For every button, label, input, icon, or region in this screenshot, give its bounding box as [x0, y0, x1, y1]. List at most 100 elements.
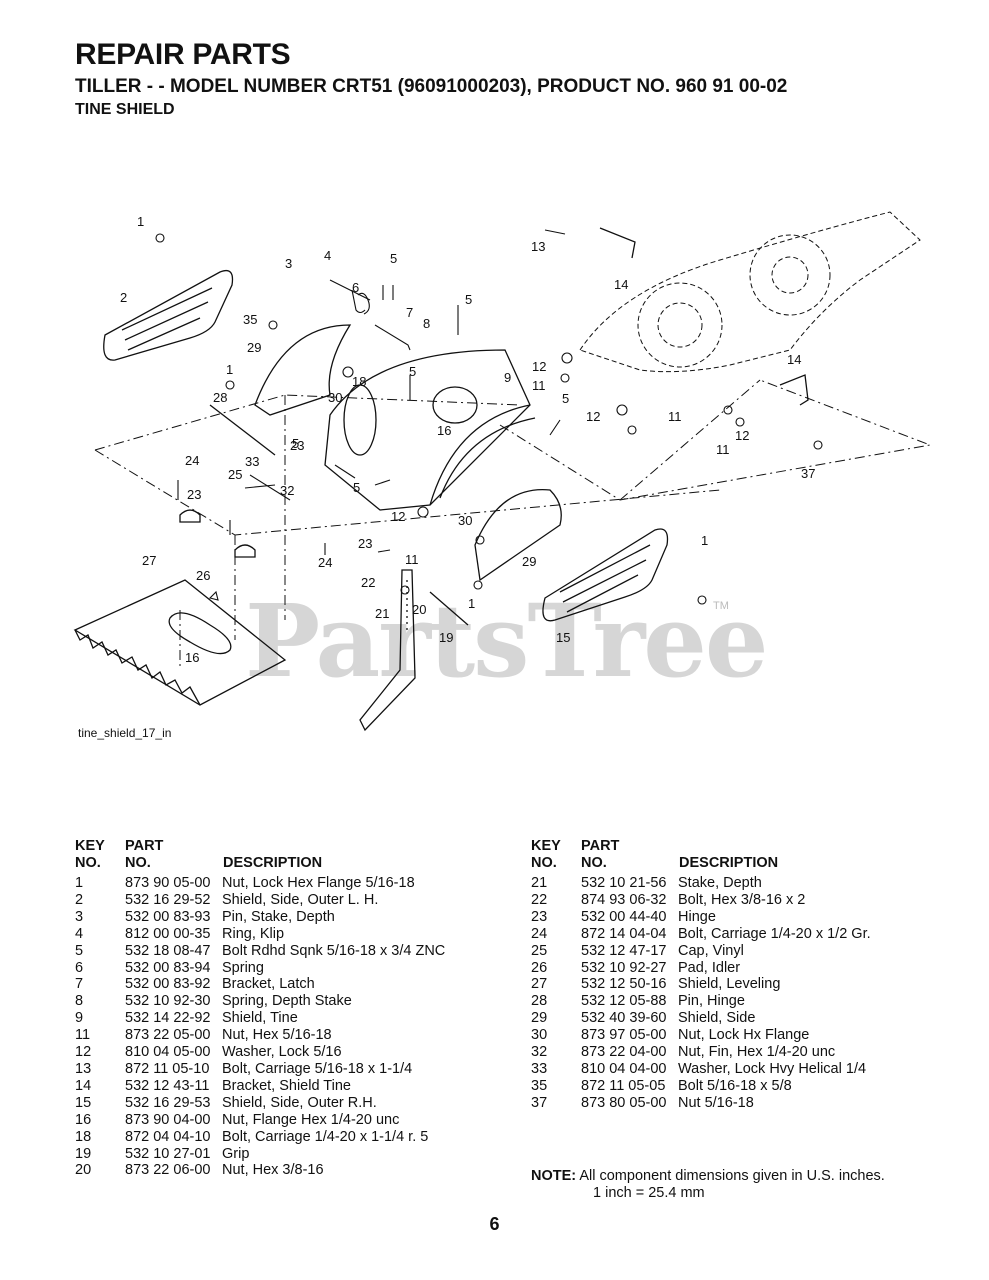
svg-text:11: 11: [532, 378, 546, 393]
svg-text:11: 11: [668, 409, 682, 424]
part-key-number: 27: [531, 976, 548, 993]
svg-text:2: 2: [120, 290, 127, 305]
svg-text:13: 13: [531, 239, 545, 254]
assembly-guide-lines: [94, 379, 932, 670]
svg-text:30: 30: [458, 513, 472, 528]
svg-text:12: 12: [532, 359, 546, 374]
svg-text:16: 16: [437, 423, 451, 438]
part-key-number: 5: [75, 942, 84, 959]
part-description: Grip: [222, 1145, 250, 1162]
part-number: 532 16 29-52: [125, 891, 211, 908]
page-title: REPAIR PARTS: [75, 38, 291, 71]
part-description: Spring: [222, 959, 264, 976]
part-number: 532 10 92-27: [581, 959, 667, 976]
part-key-number: 29: [531, 1010, 548, 1027]
part-description: Pin, Stake, Depth: [222, 908, 335, 925]
part-key-number: 19: [75, 1145, 92, 1162]
part-number: 873 90 05-00: [125, 875, 211, 891]
depth-stake: [359, 569, 416, 732]
hinge-upper: [179, 509, 201, 523]
part-key-number: 14: [75, 1077, 92, 1094]
part-number: 532 12 47-17: [581, 942, 667, 959]
fasteners: [155, 229, 823, 605]
part-description: Shield, Side, Outer R.H.: [222, 1094, 377, 1111]
part-key-number: 24: [531, 925, 548, 942]
part-number: 532 10 92-30: [125, 993, 211, 1010]
part-number: 532 12 50-16: [581, 976, 667, 993]
shield-bracket-top: [599, 227, 636, 259]
svg-text:8: 8: [423, 316, 430, 331]
part-key-number: 13: [75, 1060, 92, 1077]
svg-text:32: 32: [280, 483, 294, 498]
part-number: 532 16 29-53: [125, 1094, 211, 1111]
part-description: Nut, Lock Hx Flange: [678, 1027, 810, 1044]
part-key-number: 28: [531, 993, 548, 1010]
part-key-number: 37: [531, 1094, 548, 1111]
section-title: TINE SHIELD: [75, 101, 175, 118]
part-number: 532 00 44-40: [581, 908, 667, 925]
svg-text:1: 1: [701, 533, 708, 548]
svg-text:20: 20: [412, 602, 426, 617]
part-number: 874 93 06-32: [581, 891, 667, 908]
part-description: Bolt 5/16-18 x 5/8: [678, 1077, 792, 1094]
svg-text:21: 21: [375, 606, 389, 621]
svg-text:16: 16: [185, 650, 199, 665]
part-number: 532 00 83-93: [125, 908, 211, 925]
svg-text:15: 15: [556, 630, 570, 645]
shield-bracket-right: [779, 374, 809, 406]
part-description: Bolt, Carriage 1/4-20 x 1/2 Gr.: [678, 925, 871, 942]
svg-text:1: 1: [468, 596, 475, 611]
svg-text:12: 12: [391, 509, 405, 524]
part-description: Nut, Lock Hex Flange 5/16-18: [222, 875, 415, 891]
part-description: Washer, Lock Hvy Helical 1/4: [678, 1060, 867, 1077]
part-key-number: 7: [75, 976, 84, 993]
model-subtitle: TILLER - - MODEL NUMBER CRT51 (960910002…: [75, 76, 788, 97]
tine-shield-body: [324, 349, 536, 511]
part-callouts: 1 2 3 4 5 5 6 35 7 8 5 29 1 18 5 30 28 1…: [120, 214, 815, 665]
part-row: 8 532 10 92-30 Spring, Depth Stake: [75, 993, 515, 1010]
figure-label: tine_shield_17_in: [78, 726, 172, 740]
part-description: Bracket, Shield Tine: [222, 1077, 351, 1094]
part-description: Bolt, Hex 3/8-16 x 2: [678, 891, 806, 908]
watermark-trademark: TM: [713, 600, 729, 612]
svg-text:26: 26: [196, 568, 210, 583]
watermark: PartsTree: [245, 582, 769, 700]
part-key-number: 23: [531, 908, 548, 925]
part-key-number: 35: [531, 1077, 548, 1094]
grip: [429, 591, 469, 626]
part-description: Hinge: [678, 908, 716, 925]
part-number: 532 00 83-92: [125, 976, 211, 993]
svg-text:5: 5: [409, 364, 416, 379]
svg-text:23: 23: [187, 487, 201, 502]
part-number: 532 00 83-94: [125, 959, 211, 976]
svg-text:37: 37: [801, 466, 815, 481]
part-number: 873 22 05-00: [125, 1027, 211, 1044]
side-shield-right: [474, 488, 562, 582]
dimensions-note: NOTE: All component dimensions given in …: [531, 1168, 885, 1201]
part-description: Nut, Flange Hex 1/4-20 unc: [222, 1111, 400, 1128]
svg-text:24: 24: [318, 555, 332, 570]
part-description: Spring, Depth Stake: [222, 993, 352, 1010]
part-description: Nut, Hex 5/16-18: [222, 1027, 332, 1044]
svg-text:5: 5: [465, 292, 472, 307]
part-key-number: 8: [75, 993, 84, 1010]
part-key-number: 4: [75, 925, 84, 942]
part-key-number: 25: [531, 942, 548, 959]
svg-text:33: 33: [245, 454, 259, 469]
part-key-number: 1: [75, 875, 84, 891]
part-key-number: 21: [531, 875, 548, 891]
part-number: 532 18 08-47: [125, 942, 211, 959]
part-description: Washer, Lock 5/16: [222, 1044, 342, 1061]
part-key-number: 33: [531, 1060, 548, 1077]
svg-text:14: 14: [787, 352, 801, 367]
